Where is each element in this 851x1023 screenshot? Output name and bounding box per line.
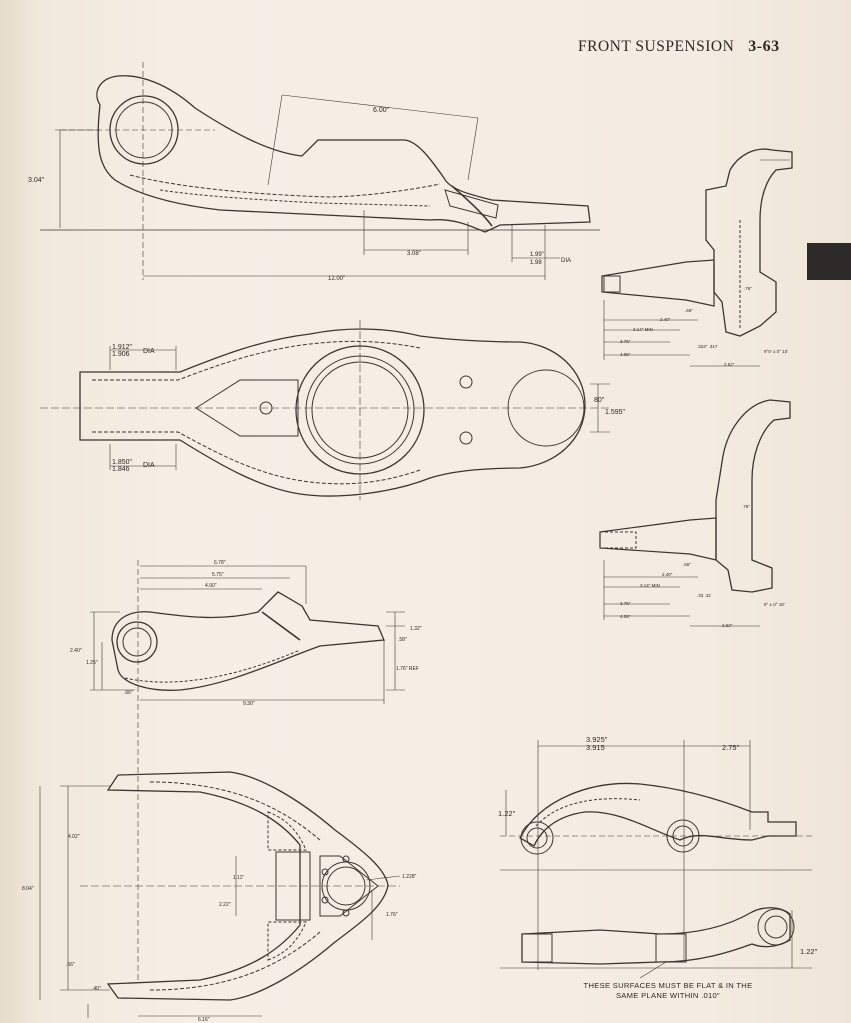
section-thumb-tab xyxy=(807,243,851,280)
dim-a-308: 3.08" xyxy=(407,251,421,257)
dim-k2-66: .66" xyxy=(683,562,691,567)
page-header: FRONT SUSPENSION 3-63 xyxy=(578,38,780,56)
upper-arm-side-view xyxy=(90,560,405,980)
dim-a-199a: 1.99" xyxy=(530,252,544,258)
dim-c-240: 2.40" xyxy=(70,648,82,654)
dim-b-1912: 1.912" xyxy=(112,344,133,351)
dim-c-66: .66" xyxy=(124,690,133,696)
dim-d-402: 4.02" xyxy=(68,834,80,840)
dim-a-304: 3.04" xyxy=(28,177,45,184)
dim-b-dia2: DIA xyxy=(143,462,155,469)
dim-c-490: 4.90" xyxy=(205,583,217,589)
lower-arm-side-view xyxy=(40,62,600,280)
steering-arm xyxy=(500,740,812,979)
dim-b-1906: 1.906 xyxy=(112,351,130,358)
dim-d-804: 8.04" xyxy=(22,886,34,892)
dim-c-678: 6.78" xyxy=(214,560,226,566)
dim-k-76: .76" xyxy=(744,286,752,291)
dim-b-80: 80" xyxy=(594,397,605,404)
section-title: FRONT SUSPENSION xyxy=(578,38,735,55)
dim-d-66: .66" xyxy=(66,962,75,968)
dim-e-122b: 1.22" xyxy=(800,947,818,956)
dim-c-132: 1.32" xyxy=(410,626,422,632)
flatness-note-line1: THESE SURFACES MUST BE FLAT & IN THE xyxy=(583,981,753,990)
dim-a-1200: 12.00" xyxy=(328,276,345,282)
dim-c-575: 5.75" xyxy=(212,572,224,578)
dim-k2-314: 3.14" MIN xyxy=(640,583,660,588)
dim-k-376: 3.76" xyxy=(620,339,631,344)
dim-k-240: 2.40" xyxy=(660,317,671,322)
dim-k2-406: 4.06" xyxy=(620,614,631,619)
dim-a-600: 6.00" xyxy=(373,107,390,114)
steering-knuckle-lower xyxy=(599,399,791,627)
lower-arm-top-view xyxy=(40,320,610,500)
dim-k-262: 2.62" xyxy=(724,362,735,367)
page-number: 3-63 xyxy=(748,38,780,55)
upper-arm-top-view xyxy=(39,771,401,1018)
dim-c-125: 1.25" xyxy=(86,660,98,666)
dim-d-1228: 1.228" xyxy=(402,874,417,880)
dim-b-1850: 1.850" xyxy=(112,459,133,466)
dim-k2-frac: .33 .32 xyxy=(697,593,711,598)
dim-d-616: 6.16" xyxy=(198,1017,210,1023)
dim-k2-ang: 9° ± 0° 10' xyxy=(764,602,785,607)
dim-d-40: .40" xyxy=(92,986,101,992)
dim-e-3915: 3.915 xyxy=(586,743,605,752)
dim-k-406: 4.06" xyxy=(620,352,631,357)
flatness-note-line2: SAME PLANE WITHIN .010" xyxy=(615,991,721,1000)
dim-k-ang: 9°0' ± 0° 10' xyxy=(764,349,788,354)
dim-a-199b: 1.98 xyxy=(530,260,542,266)
dim-b-1846: 1.846 xyxy=(112,466,130,473)
dim-k2-76: .76" xyxy=(742,504,750,509)
dim-k2-262: 2.62" xyxy=(722,623,733,628)
dim-a-dia: DIA xyxy=(561,258,571,264)
dim-b-1595: 1.595" xyxy=(605,409,626,416)
dim-d-222: 2.22" xyxy=(219,902,231,908)
dim-b-dia1: DIA xyxy=(143,348,155,355)
dim-k2-376: 3.76" xyxy=(620,601,631,606)
dim-k-66: .66" xyxy=(685,308,693,313)
dim-d-176: 1.76" xyxy=(386,912,398,918)
dim-c-930: 9.30" xyxy=(243,701,255,707)
dim-e-275: 2.75" xyxy=(722,743,740,752)
dim-c-176: 1.76" REF xyxy=(396,666,419,672)
dim-e-122a: 1.22" xyxy=(498,809,516,818)
flatness-note: THESE SURFACES MUST BE FLAT & IN THE SAM… xyxy=(548,981,788,1001)
dim-k-frac: .323" .317 xyxy=(697,344,718,349)
steering-knuckle-upper xyxy=(601,148,793,367)
dim-e-3925: 3.925" xyxy=(586,735,608,744)
dim-k-314: 3.14" MIN xyxy=(633,327,653,332)
dim-d-111: 1.11" xyxy=(233,875,244,881)
dim-k2-240: 2.40" xyxy=(662,572,673,577)
dim-c-58: .58" xyxy=(398,637,407,643)
